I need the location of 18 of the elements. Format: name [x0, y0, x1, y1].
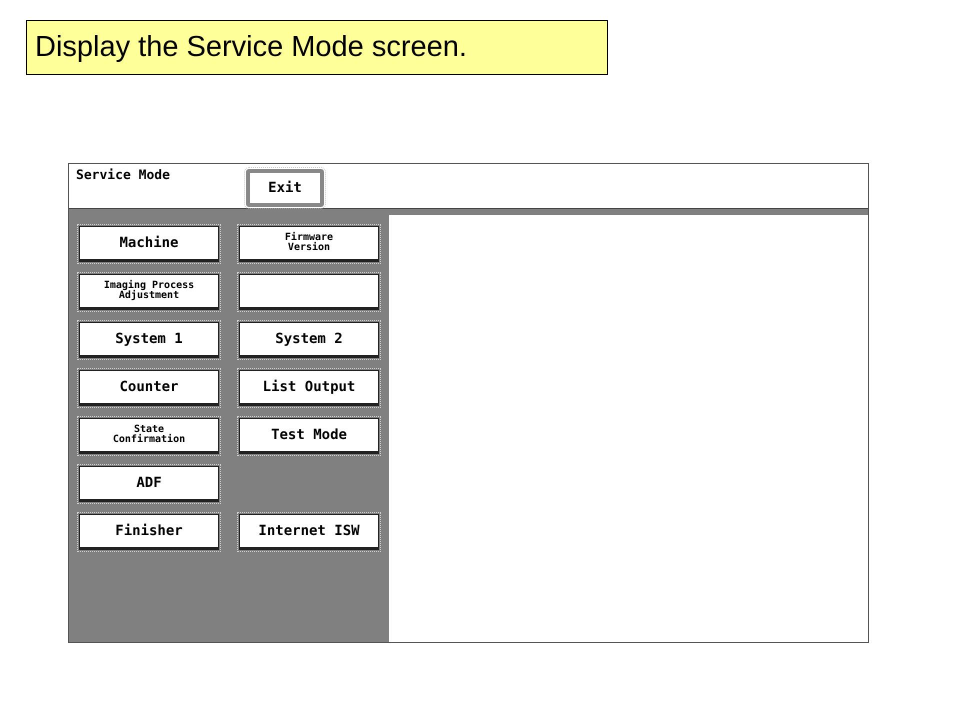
content-area	[389, 215, 868, 642]
menu-button: Finisher	[79, 514, 219, 550]
menu-button: Machine	[79, 226, 219, 262]
menu-button: Firmware Version	[239, 226, 379, 262]
menu-button: System 1	[79, 322, 219, 358]
menu-button: Test Mode	[239, 418, 379, 454]
menu-button: Imaging Process Adjustment	[79, 274, 219, 310]
menu-button: ADF	[79, 466, 219, 502]
menu-button: List Output	[239, 370, 379, 406]
menu-button	[239, 274, 379, 310]
menu-button: Internet ISW	[239, 514, 379, 550]
menu-button: State Confirmation	[79, 418, 219, 454]
exit-button: Exit	[246, 169, 324, 207]
service-mode-screen	[68, 163, 869, 643]
menu-button: Counter	[79, 370, 219, 406]
screen-title: Service Mode	[76, 168, 170, 183]
slide-title: Display the Service Mode screen.	[26, 20, 608, 75]
menu-button: System 2	[239, 322, 379, 358]
